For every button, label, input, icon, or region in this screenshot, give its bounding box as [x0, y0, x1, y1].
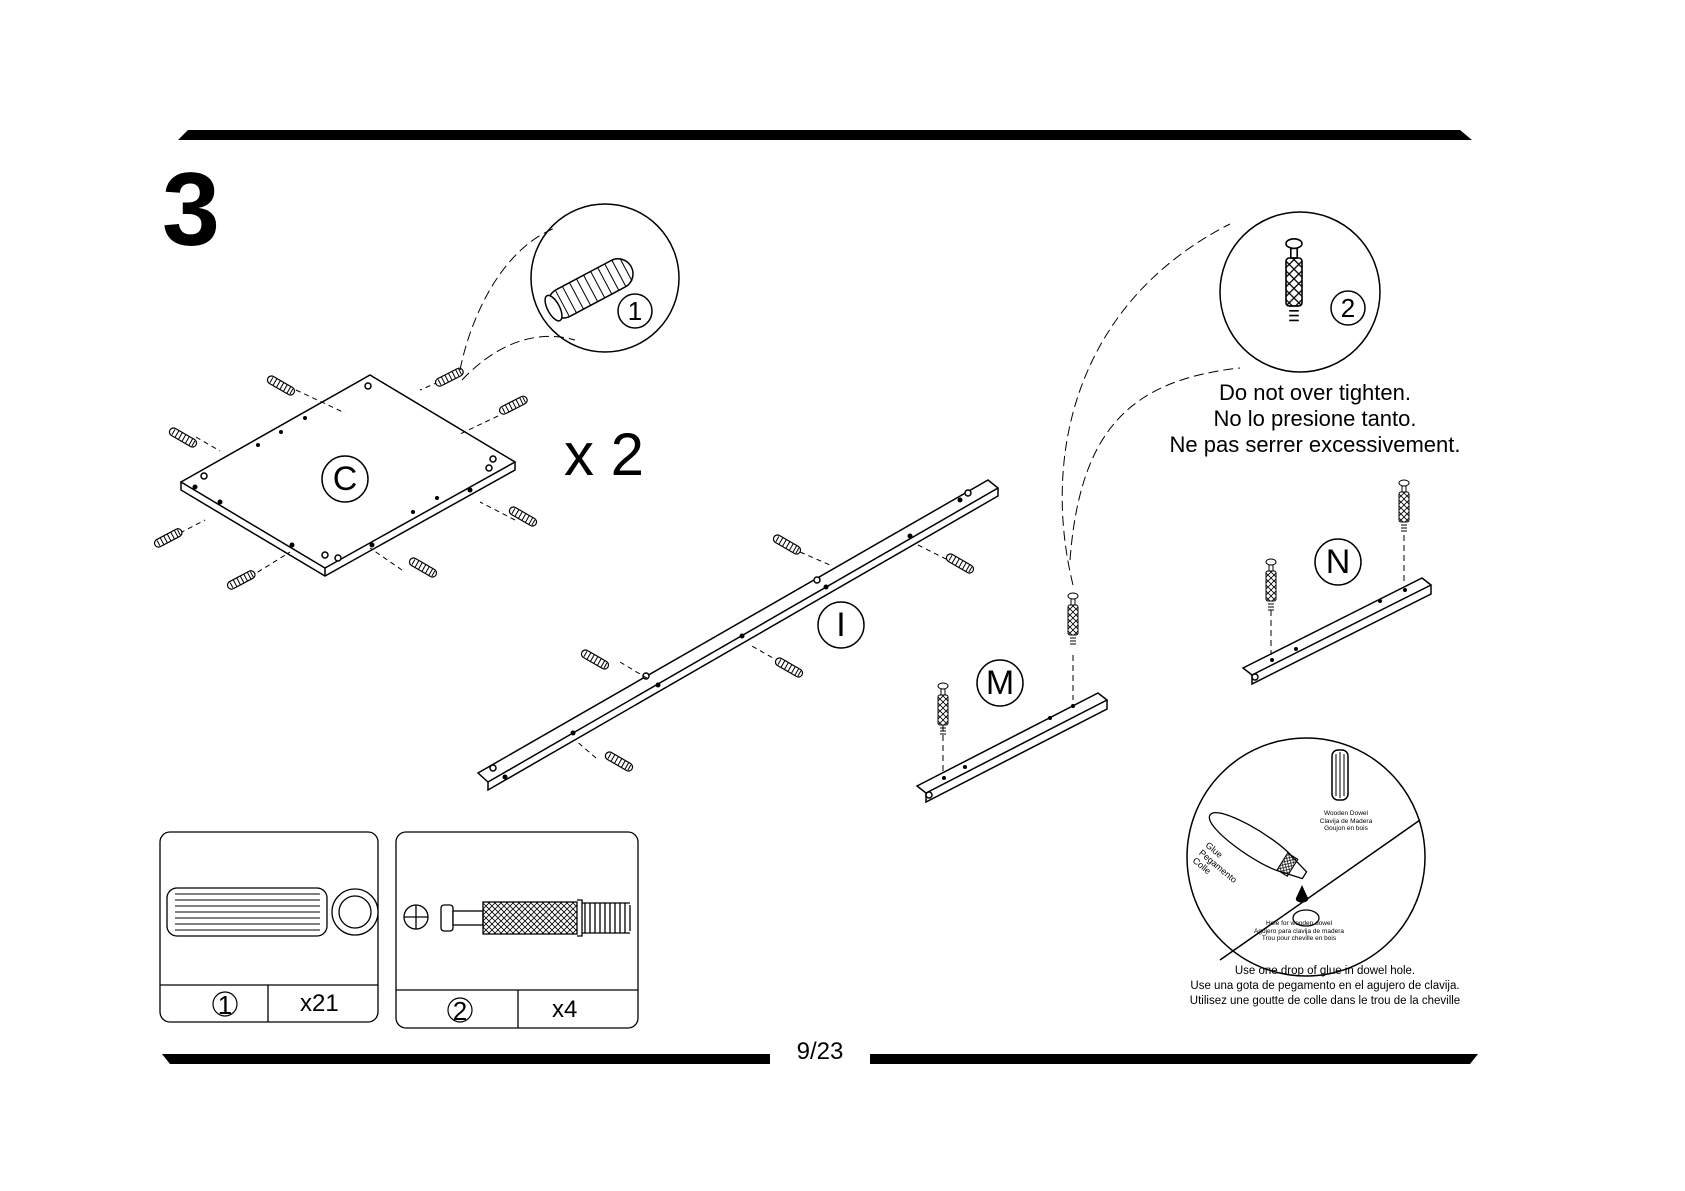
wooden-dowel-label: Wooden Dowel Clavija de Madera Goujon en…	[1319, 810, 1373, 832]
hardware-2-quantity: x4	[552, 996, 578, 1023]
rail-i	[476, 479, 1000, 792]
hardware-2-number: 2	[452, 996, 468, 1026]
wooden-dowel-icon	[166, 887, 379, 937]
rail-n	[1241, 577, 1433, 686]
top-banner-bar	[178, 130, 1472, 140]
glue-instructions: Use one drop of glue in dowel hole. Use …	[1189, 965, 1461, 1007]
hardware-1-number: 1	[217, 990, 233, 1020]
part-label-n: N	[1325, 543, 1351, 581]
dowel-hole-label: Hole for wooden dowel Agujero para clavi…	[1254, 920, 1344, 942]
over-tighten-warning: Do not over tighten. No lo presione tant…	[1169, 380, 1461, 457]
callout-number-2: 2	[1340, 293, 1356, 323]
part-label-m: M	[985, 664, 1015, 702]
hardware-1-quantity: x21	[300, 990, 339, 1017]
glue-bottle	[1208, 812, 1308, 880]
glue-dowel	[1331, 749, 1349, 801]
part-label-c: C	[332, 460, 358, 498]
part-label-i: I	[836, 606, 846, 644]
quantity-multiplier: x 2	[564, 421, 645, 488]
cam-bolt-icon	[403, 899, 631, 937]
step-number: 3	[162, 152, 220, 268]
page-number: 9/23	[770, 1038, 870, 1066]
callout-number-1: 1	[627, 296, 643, 326]
